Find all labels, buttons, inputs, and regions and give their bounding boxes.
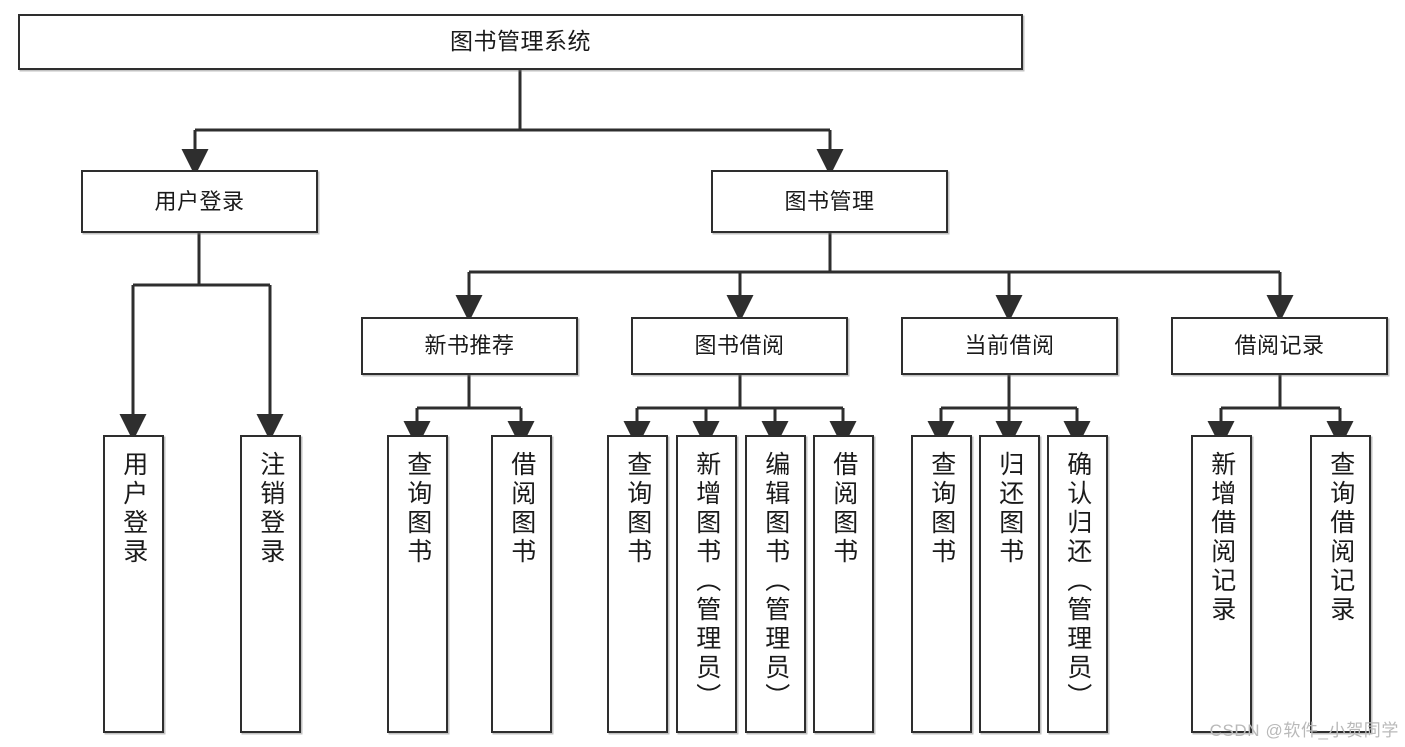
node-label: 归还图书 [995,451,1024,567]
node-leaf-query-book-2[interactable]: 查询图书 [607,435,668,733]
node-user-login[interactable]: 用户登录 [81,170,318,233]
node-leaf-borrow-book-2[interactable]: 借阅图书 [813,435,874,733]
node-leaf-user-logout[interactable]: 注销登录 [240,435,301,733]
node-label: 用户登录 [119,451,148,567]
node-label: 图书借阅 [694,333,785,359]
node-label: 查询图书 [403,451,432,567]
node-leaf-query-book-3[interactable]: 查询图书 [911,435,972,733]
node-book-management[interactable]: 图书管理 [711,170,948,233]
node-label: 图书管理 [784,188,875,214]
node-label: 确认归还（管理员） [1063,451,1092,712]
node-label: 借阅图书 [829,451,858,567]
node-label: 新书推荐 [424,333,515,359]
node-label: 注销登录 [256,451,285,567]
node-current-borrow[interactable]: 当前借阅 [901,317,1118,375]
node-leaf-query-record[interactable]: 查询借阅记录 [1310,435,1371,733]
node-book-borrow[interactable]: 图书借阅 [631,317,848,375]
node-label: 编辑图书（管理员） [761,451,790,712]
node-label: 查询借阅记录 [1326,451,1355,625]
node-label: 新增借阅记录 [1207,451,1236,625]
node-leaf-borrow-book-1[interactable]: 借阅图书 [491,435,552,733]
node-leaf-confirm-return[interactable]: 确认归还（管理员） [1047,435,1108,733]
node-leaf-user-login[interactable]: 用户登录 [103,435,164,733]
node-leaf-add-book[interactable]: 新增图书（管理员） [676,435,737,733]
node-label: 查询图书 [623,451,652,567]
node-borrow-record[interactable]: 借阅记录 [1171,317,1388,375]
node-label: 借阅图书 [507,451,536,567]
node-label: 借阅记录 [1234,333,1325,359]
node-new-book-recommend[interactable]: 新书推荐 [361,317,578,375]
node-leaf-return-book[interactable]: 归还图书 [979,435,1040,733]
node-label: 查询图书 [927,451,956,567]
node-leaf-edit-book[interactable]: 编辑图书（管理员） [745,435,806,733]
node-leaf-add-record[interactable]: 新增借阅记录 [1191,435,1252,733]
node-leaf-query-book-1[interactable]: 查询图书 [387,435,448,733]
node-root-book-management-system[interactable]: 图书管理系统 [18,14,1023,70]
node-label: 当前借阅 [964,333,1055,359]
node-label: 新增图书（管理员） [692,451,721,712]
node-label: 图书管理系统 [450,28,591,55]
node-label: 用户登录 [154,188,245,214]
